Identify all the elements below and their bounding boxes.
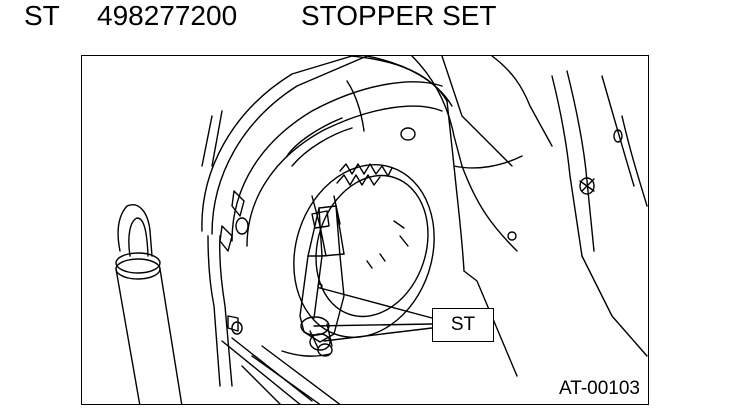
line-drawing <box>115 56 648 404</box>
housing-ribs <box>201 80 365 332</box>
case-right <box>411 56 648 357</box>
tool-name: STOPPER SET <box>301 0 497 31</box>
lower-hoses <box>221 337 341 404</box>
stopper-bolt <box>281 316 333 357</box>
part-number: 498277200 <box>97 0 238 31</box>
st-callout-label: ST <box>432 308 494 342</box>
stopper-bracket <box>299 205 345 343</box>
figure-id: AT-00103 <box>559 378 640 399</box>
tool-header: ST 498277200 STOPPER SET <box>24 0 724 38</box>
diagram-frame: ST AT-00103 <box>81 55 649 405</box>
tool-code: ST <box>24 0 60 31</box>
leader-lines <box>313 287 433 342</box>
housing-outline <box>201 56 523 387</box>
lifting-eye <box>115 204 183 404</box>
bolt-holes <box>231 127 416 335</box>
